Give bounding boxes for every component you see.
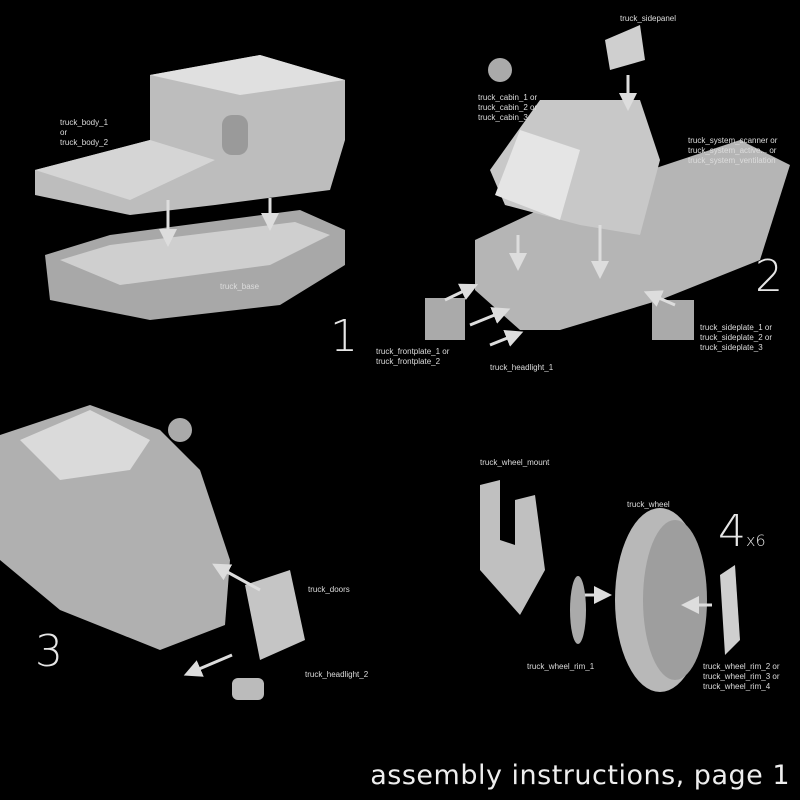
label-line: truck_cabin_3 <box>478 113 528 122</box>
label-line: or <box>60 128 68 137</box>
label-line: truck_body_2 <box>60 138 109 147</box>
label-truck-wheel-rim-1: truck_wheel_rim_1 <box>527 662 595 671</box>
label-line: truck_system_active... or <box>688 146 777 155</box>
step-number-3: 3 <box>35 626 63 677</box>
truck-step3-assembly <box>0 405 305 700</box>
label-truck-wheel-mount: truck_wheel_mount <box>480 458 550 467</box>
label-truck-sideplate: truck_sideplate_1 or truck_sideplate_2 o… <box>700 323 772 353</box>
label-line: truck_body_1 <box>60 118 109 127</box>
label-line: truck_system_ventilation <box>688 156 776 165</box>
step-number-2: 2 <box>755 251 783 302</box>
label-line: truck_system_scanner or <box>688 136 778 145</box>
truck-base-part <box>45 210 345 320</box>
label-truck-frontplate: truck_frontplate_1 or truck_frontplate_2 <box>376 347 449 367</box>
truck-wheel-parts <box>480 480 740 692</box>
label-line: truck_cabin_2 or <box>478 103 538 112</box>
step-number-1: 1 <box>330 311 358 362</box>
label-truck-base: truck_base <box>220 282 260 291</box>
label-line: truck_wheel_rim_4 <box>703 682 771 691</box>
label-line: truck_sideplate_1 or <box>700 323 773 332</box>
label-line: truck_wheel_rim_2 or <box>703 662 780 671</box>
label-truck-headlight-1: truck_headlight_1 <box>490 363 554 372</box>
label-truck-sidepanel: truck_sidepanel <box>620 14 677 23</box>
truck-step2-assembly <box>425 25 790 340</box>
step-number-4: 4x6 <box>718 510 766 563</box>
page-title: assembly instructions, page 1 <box>370 760 790 791</box>
step-number: 4 <box>718 506 746 557</box>
label-truck-headlight-2: truck_headlight_2 <box>305 670 369 679</box>
label-line: truck_sideplate_2 or <box>700 333 773 342</box>
label-line: truck_wheel_rim_3 or <box>703 672 780 681</box>
truck-body-part <box>35 55 345 215</box>
label-truck-doors: truck_doors <box>308 585 350 594</box>
step-multiplier: x6 <box>746 531 766 550</box>
label-line: truck_sideplate_3 <box>700 343 763 352</box>
label-line: truck_cabin_1 or <box>478 93 538 102</box>
label-truck-wheel-rim-alt: truck_wheel_rim_2 or truck_wheel_rim_3 o… <box>703 662 779 692</box>
label-truck-wheel: truck_wheel <box>627 500 670 509</box>
label-line: truck_frontplate_1 or <box>376 347 450 356</box>
label-truck-body: truck_body_1 or truck_body_2 <box>60 118 108 148</box>
label-line: truck_frontplate_2 <box>376 357 441 366</box>
label-truck-cabin: truck_cabin_1 or truck_cabin_2 or truck_… <box>478 93 537 123</box>
label-truck-system: truck_system_scanner or truck_system_act… <box>688 136 777 166</box>
